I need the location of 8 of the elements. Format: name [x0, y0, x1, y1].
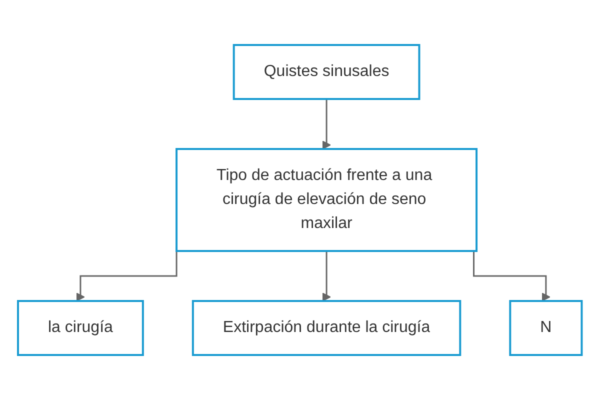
arrow [473, 251, 550, 302]
arrow [322, 251, 332, 302]
arrow [322, 99, 332, 150]
node-box: Tipo de actuación frente a una cirugía de elevación de seno maxilar [176, 148, 478, 252]
node-box: N [509, 300, 583, 356]
node-box: la cirugía [17, 300, 144, 356]
node-box: Extirpación durante la cirugía [192, 300, 462, 356]
node-box: Quistes sinusales [232, 44, 420, 100]
